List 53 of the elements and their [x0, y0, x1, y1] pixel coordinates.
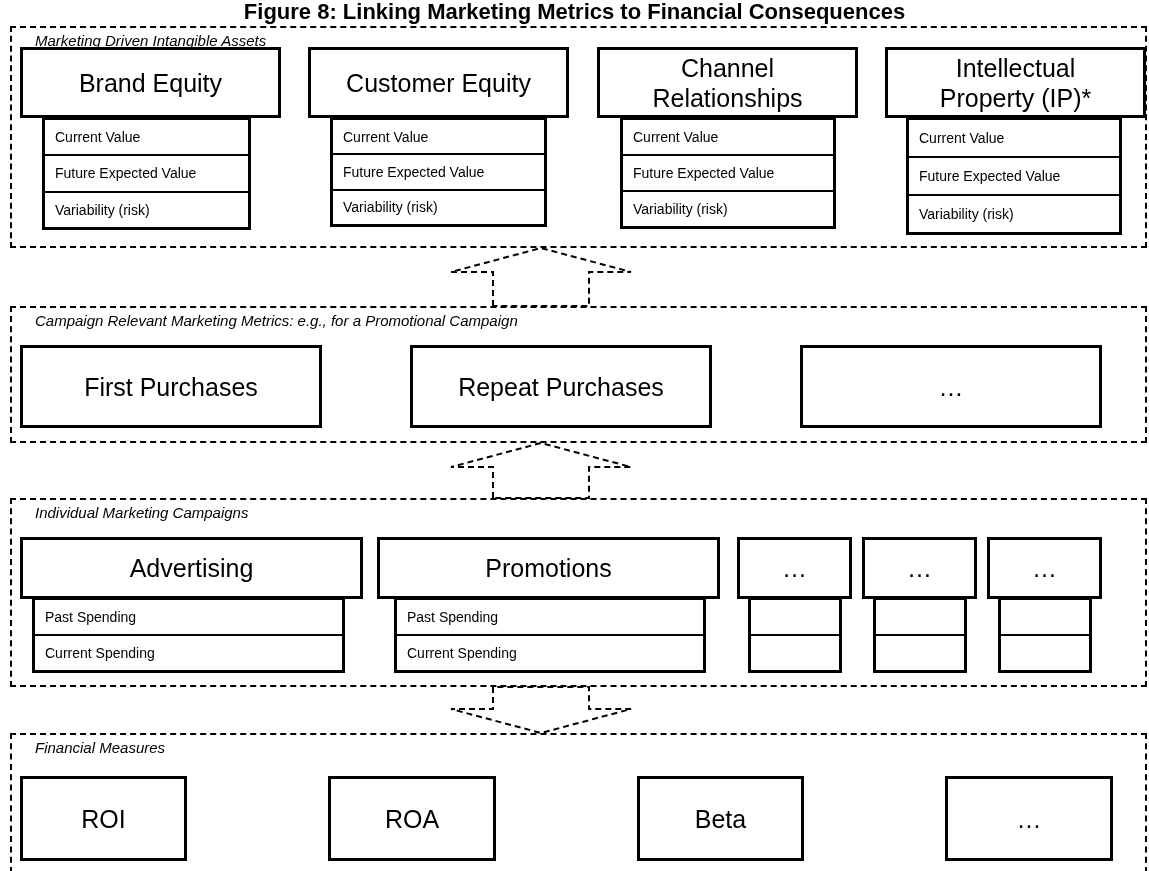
- label-box: ROI: [20, 776, 187, 861]
- sub-table: [906, 118, 1122, 235]
- empty-table: [873, 598, 967, 673]
- label-box: Customer Equity: [308, 47, 569, 118]
- table-cell-text: Variability (risk): [343, 199, 438, 216]
- dashed-group-frame: [10, 26, 1147, 248]
- label-box: …: [737, 537, 852, 599]
- table-cell-text: Current Value: [55, 129, 141, 146]
- empty-table: [748, 598, 842, 673]
- label-box: Advertising: [20, 537, 363, 599]
- block-arrow: [450, 686, 632, 735]
- table-cell-text: Current Value: [343, 128, 429, 145]
- table-cell-text: Future Expected Value: [343, 164, 485, 180]
- diagram-title: Figure 8: Linking Marketing Metrics to Financial Consequences: [242, 0, 907, 24]
- table-cell-text: Variability (risk): [919, 206, 1014, 222]
- table-cell-text: Variability (risk): [633, 201, 728, 217]
- label-box: …: [987, 537, 1102, 599]
- label-box: First Purchases: [20, 345, 322, 428]
- table-cell-text: Future Expected Value: [633, 165, 775, 181]
- group-heading: Individual Marketing Campaigns: [35, 504, 249, 521]
- sub-table: [42, 118, 251, 230]
- label-box: Channel Relationships: [597, 47, 858, 118]
- sub-table: [620, 118, 836, 229]
- sub-table: [32, 598, 345, 673]
- group-heading: Marketing Driven Intangible Assets: [35, 32, 267, 49]
- table-cell-text: Current Spending: [45, 645, 155, 661]
- label-box: Promotions: [377, 537, 720, 599]
- table-cell-text: Current Value: [633, 129, 719, 145]
- group-heading: Financial Measures: [35, 739, 166, 756]
- label-box: Repeat Purchases: [410, 345, 712, 428]
- sub-table: [330, 118, 547, 227]
- dashed-group-frame: [10, 306, 1147, 443]
- table-cell-text: Future Expected Value: [919, 168, 1061, 184]
- table-cell-text: Variability (risk): [55, 201, 150, 218]
- label-box: ROA: [328, 776, 496, 861]
- table-cell-text: Past Spending: [407, 609, 499, 625]
- group-heading: Campaign Relevant Marketing Metrics: e.g., for a Promotional Campaign: [35, 312, 518, 329]
- dashed-group-frame: [10, 498, 1147, 687]
- table-cell-text: Current Value: [919, 130, 1005, 146]
- label-box: Brand Equity: [20, 47, 281, 118]
- sub-table: [394, 598, 706, 673]
- dashed-group-frame: [10, 733, 1147, 871]
- label-box: …: [945, 776, 1113, 861]
- label-box: Beta: [637, 776, 804, 861]
- empty-table: [998, 598, 1092, 673]
- table-cell-text: Past Spending: [45, 609, 137, 625]
- block-arrow: [450, 441, 632, 499]
- label-box: …: [800, 345, 1102, 428]
- block-arrow: [450, 246, 632, 307]
- label-box: …: [862, 537, 977, 599]
- label-box: Intellectual Property (IP)*: [885, 47, 1146, 118]
- table-cell-text: Current Spending: [407, 645, 517, 661]
- table-cell-text: Future Expected Value: [55, 165, 197, 182]
